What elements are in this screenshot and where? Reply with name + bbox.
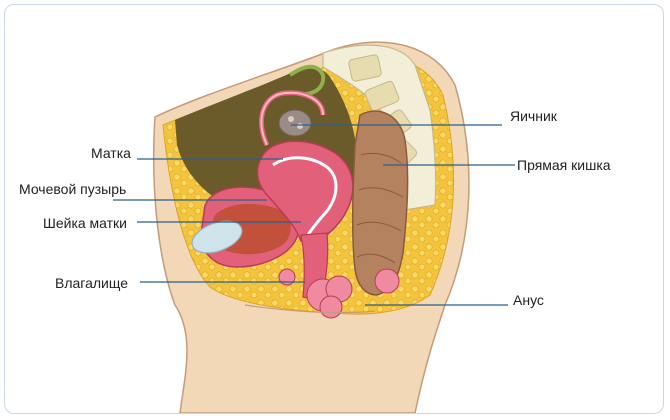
label-rectum: Прямая кишка: [517, 157, 611, 173]
ovary-shape: [278, 109, 312, 137]
label-anus: Анус: [513, 292, 544, 308]
rectum-shape: [351, 110, 409, 296]
label-vagina: Влагалище: [55, 275, 129, 291]
label-uterus: Матка: [91, 145, 131, 161]
fallopian-tube-inner: [260, 91, 324, 146]
label-bladder: Мочевой пузырь: [19, 181, 127, 197]
anatomy-illustration: [113, 41, 515, 413]
label-cervix: Шейка матки: [43, 215, 128, 231]
diagram-frame: Матка Мочевой пузырь Шейка матки Влагали…: [4, 4, 664, 414]
label-ovary: Яичник: [510, 108, 557, 124]
leader-lines: [113, 124, 515, 306]
perineum-line: [244, 304, 376, 314]
pubic-bone: [191, 220, 243, 254]
uterine-cavity: [272, 156, 338, 236]
uterus-shape: [256, 140, 354, 244]
rectum-folds: [356, 152, 404, 264]
